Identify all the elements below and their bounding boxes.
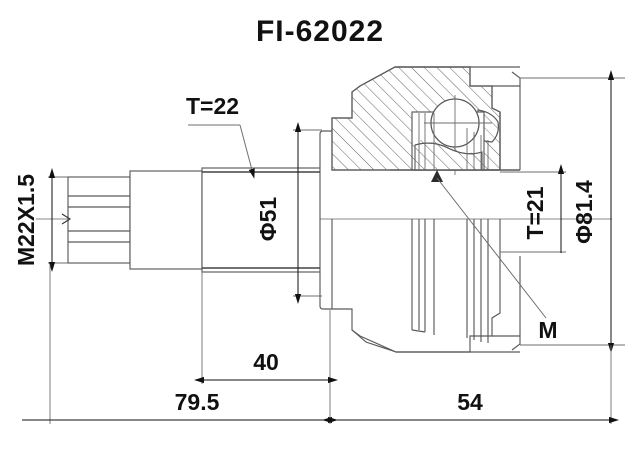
dimension-inner-spline: T=21 <box>500 164 566 253</box>
outer-diameter-label: Φ81.4 <box>571 180 597 244</box>
dimension-joint-length: 54 <box>322 345 619 424</box>
shaft-assembly <box>61 130 334 310</box>
shaft-mid-section <box>129 170 203 270</box>
thread-spec-label: M22X1.5 <box>13 174 39 266</box>
dimension-shaft-diameter: Φ51 <box>255 122 322 304</box>
shaft-flange-fillet <box>319 130 334 310</box>
tip-center-marker <box>61 213 72 225</box>
dimension-outer-diameter: Φ81.4 <box>520 70 625 353</box>
shaft-length-label: 79.5 <box>175 389 220 415</box>
outer-spline-label: T=22 <box>186 93 239 119</box>
dimension-thread-spec: M22X1.5 <box>13 168 68 272</box>
spline-length-label: 40 <box>253 349 279 375</box>
cv-joint-body <box>331 66 521 353</box>
joint-length-label: 54 <box>457 389 483 415</box>
inner-spline-label: T=21 <box>522 186 548 239</box>
joint-marker-label: M <box>538 317 557 343</box>
inner-spline-teeth <box>418 113 489 170</box>
threaded-tip <box>67 176 131 264</box>
label-joint-marker: M <box>436 177 558 343</box>
dimension-shaft-length: 79.5 <box>22 265 338 424</box>
joint-outline-bottom <box>331 219 521 353</box>
dimension-spline-length: 40 <box>194 272 338 384</box>
shaft-diameter-label: Φ51 <box>255 197 281 242</box>
label-outer-spline: T=22 <box>186 93 255 179</box>
section-mark <box>431 170 443 182</box>
page-title: FI-62022 <box>256 15 384 48</box>
